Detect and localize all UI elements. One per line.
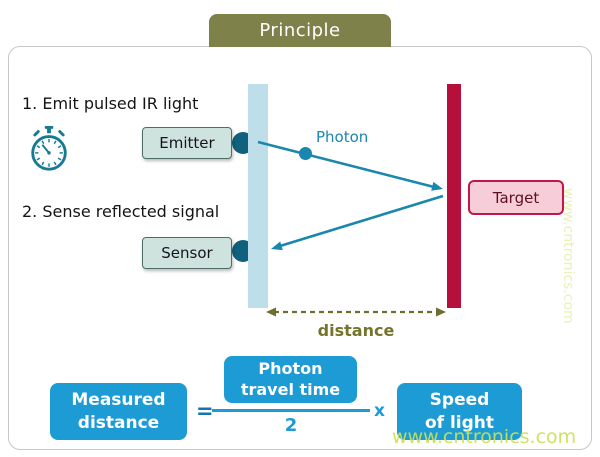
measured-distance-line2: distance [77,412,160,433]
stopwatch-icon [31,126,67,171]
measured-distance-line1: Measured [71,390,166,411]
device-bar [248,84,268,308]
emitter-box: Emitter [142,127,232,159]
sensor-box: Sensor [142,237,232,269]
target-box: Target [468,180,564,215]
multiply-sign: x [374,401,385,421]
photon-label: Photon [316,128,369,146]
photon-travel-time-box: Photon travel time [224,356,357,403]
step-2-text: 2. Sense reflected signal [22,202,220,221]
target-bar [447,84,461,308]
photon-travel-time-line1: Photon [258,358,323,378]
distance-label: distance [317,321,395,340]
step-1-text: 1. Emit pulsed IR light [22,94,199,113]
target-label: Target [492,188,540,207]
speed-of-light-box: Speed of light [397,383,522,440]
page-title: Principle [209,14,391,47]
sensor-label: Sensor [161,244,213,262]
speed-of-light-line1: Speed [429,390,490,411]
fraction-denominator: 2 [284,415,298,436]
photon-dot [299,147,312,160]
watermark-bottom: www.cntronics.com [392,426,577,448]
photon-travel-time-line2: travel time [240,379,341,399]
measured-distance-box: Measured distance [50,383,187,440]
equals-sign: = [196,399,214,423]
watermark-side: www.cntronics.com [560,188,576,324]
fraction-bar [212,409,370,412]
emitter-label: Emitter [159,134,215,152]
speed-of-light-line2: of light [424,412,495,433]
